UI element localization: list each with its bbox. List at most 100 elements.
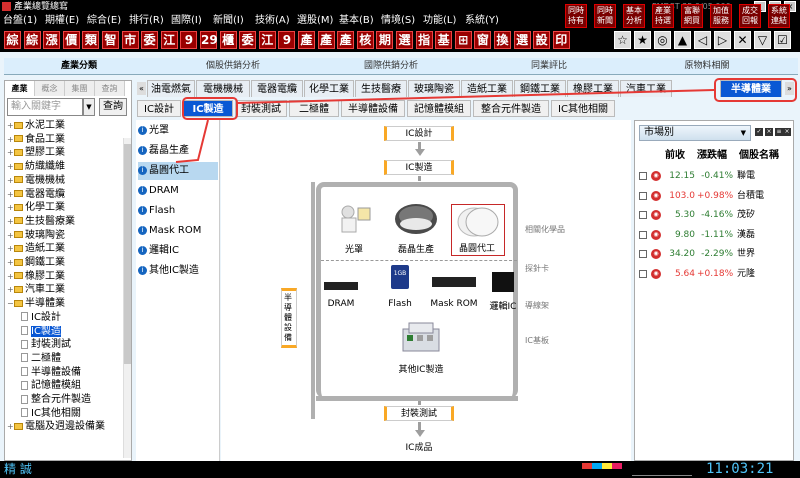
toolbar-button[interactable]: 產 — [298, 31, 315, 49]
sidebar-tab[interactable]: 集團 — [65, 81, 95, 96]
expand-icon[interactable]: + — [7, 175, 14, 185]
industry-tab[interactable]: 油電燃氣 — [147, 80, 195, 97]
star-icon[interactable]: ☆ — [614, 31, 631, 49]
tree-item[interactable]: IC製造 — [21, 325, 61, 338]
sub-tab[interactable]: 封裝測試 — [235, 100, 287, 117]
toolbar-button[interactable]: 產 — [317, 31, 335, 49]
row-checkbox[interactable] — [639, 270, 647, 278]
tree-item[interactable]: +生技醫療業 — [7, 215, 75, 228]
industry-tab[interactable]: 玻璃陶瓷 — [408, 80, 460, 97]
menu-item[interactable]: 期權(E) — [45, 15, 80, 26]
sidebar-scrollbar[interactable] — [123, 138, 131, 458]
close-x-icon[interactable]: × — [765, 128, 773, 136]
menu-item[interactable]: 技術(A) — [255, 15, 290, 26]
tree-item[interactable]: +造紙工業 — [7, 242, 65, 255]
expand-icon[interactable]: + — [7, 121, 14, 130]
industry-tab[interactable]: 電器電纜 — [251, 80, 303, 97]
close-icon[interactable]: ✕ — [734, 31, 751, 49]
expand-icon[interactable]: + — [7, 134, 14, 144]
toolbar-button[interactable]: 綜 — [4, 31, 21, 49]
foundry-highlight-box[interactable]: 晶圓代工 — [451, 204, 505, 256]
expand-icon[interactable]: + — [7, 422, 14, 432]
tree-item[interactable]: IC其他相關 — [21, 407, 81, 420]
menu-item[interactable]: 系統(Y) — [465, 15, 499, 26]
sub-tab[interactable]: 半導體設備 — [341, 100, 405, 117]
toolbar-button[interactable]: 漲 — [43, 31, 61, 49]
tree-item[interactable]: +塑膠工業 — [7, 146, 65, 159]
sidebar-tab[interactable]: 概念 — [35, 81, 65, 96]
flash-image[interactable]: 1GB — [391, 265, 409, 289]
target-icon[interactable]: ◎ — [654, 31, 671, 49]
toolbar-button[interactable]: 江 — [160, 31, 178, 49]
stock-row[interactable]: ◉5.30-4.16%茂矽 — [635, 206, 793, 225]
menu-item[interactable]: 新聞(I) — [213, 15, 244, 26]
toolbar-button[interactable]: 委 — [141, 31, 159, 49]
menu-item[interactable]: 情境(S) — [381, 15, 416, 26]
menu-item[interactable]: 排行(R) — [129, 15, 164, 26]
tree-item[interactable]: +水泥工業 — [7, 119, 65, 132]
scroll-right-icon[interactable]: » — [785, 82, 794, 95]
top-tab[interactable]: 個股供銷分析 — [205, 61, 260, 71]
expand-icon[interactable]: + — [7, 148, 14, 158]
tree-item[interactable]: IC設計 — [21, 311, 61, 324]
close-icon[interactable]: × — [783, 128, 791, 136]
tree-item[interactable]: +橡膠工業 — [7, 270, 65, 283]
search-button[interactable]: 查詢 — [99, 98, 127, 116]
row-checkbox[interactable] — [639, 211, 647, 220]
tree-item[interactable]: +電器電纜 — [7, 188, 65, 201]
mask-rom-image[interactable] — [432, 277, 476, 287]
menu-item[interactable]: 選股(M) — [297, 15, 334, 26]
industry-tab[interactable]: 汽車工業 — [620, 80, 672, 97]
dram-image[interactable] — [324, 282, 358, 290]
toolbar-button[interactable]: 指 — [415, 31, 433, 49]
sidebar-tab[interactable]: 產業 — [5, 81, 35, 96]
sub-tab[interactable]: IC其他相關 — [551, 100, 615, 117]
quick-button[interactable]: 同時 新聞 — [594, 4, 616, 28]
tree-item[interactable]: +電機機械 — [7, 174, 65, 187]
tree-item[interactable]: 封裝測試 — [21, 338, 71, 351]
row-checkbox[interactable] — [639, 230, 647, 239]
up-icon[interactable]: ▲ — [674, 31, 691, 49]
toolbar-button[interactable]: 價 — [62, 31, 80, 49]
top-tab[interactable]: 原物料相關 — [684, 61, 730, 71]
expand-icon[interactable]: + — [7, 162, 14, 172]
sidebar-tab[interactable]: 查詢 — [95, 81, 125, 96]
down-icon[interactable]: ▽ — [754, 31, 771, 49]
scrollbar-thumb[interactable] — [124, 144, 131, 364]
right-icon[interactable]: ▷ — [714, 31, 731, 49]
expand-icon[interactable]: + — [7, 230, 14, 240]
industry-tab[interactable]: 造紙工業 — [461, 80, 513, 97]
toolbar-button[interactable]: 選 — [513, 31, 531, 49]
expand-icon[interactable]: − — [7, 299, 14, 309]
sub-tab[interactable]: 記憶體模組 — [407, 100, 471, 117]
logic-ic-image[interactable] — [492, 272, 514, 292]
toolbar-button[interactable]: 29 — [200, 31, 218, 49]
stock-row[interactable]: ◉34.20-2.29%世界 — [635, 245, 793, 264]
toolbar-button[interactable]: 產 — [337, 31, 355, 49]
expand-icon[interactable]: + — [7, 189, 14, 199]
check-all-icon[interactable]: ✓ — [755, 128, 763, 136]
ic-finished-product-label[interactable]: IC成品 — [405, 443, 433, 453]
flow-ic-manufacturing[interactable]: IC製造 — [384, 160, 454, 175]
quick-button[interactable]: 基本 分析 — [623, 4, 645, 28]
expand-icon[interactable]: + — [7, 285, 14, 295]
flow-ic-design[interactable]: IC設計 — [384, 126, 454, 141]
row-checkbox[interactable] — [639, 172, 647, 180]
toolbar-button[interactable]: 印 — [552, 31, 570, 49]
menu-item[interactable]: 國際(I) — [171, 15, 202, 26]
toolbar-button[interactable]: ⊞ — [454, 31, 472, 49]
expand-icon[interactable]: + — [7, 244, 14, 254]
semiconductor-equipment-box[interactable]: 半導體設備 — [281, 288, 297, 348]
tree-item[interactable]: −半導體業 — [7, 297, 65, 310]
quick-button[interactable]: 系統 連結 — [768, 4, 790, 28]
toolbar-button[interactable]: 選 — [396, 31, 413, 49]
sub-tab[interactable]: 整合元件製造 — [473, 100, 549, 117]
row-checkbox[interactable] — [639, 191, 647, 200]
check-icon[interactable]: ☑ — [774, 31, 791, 49]
